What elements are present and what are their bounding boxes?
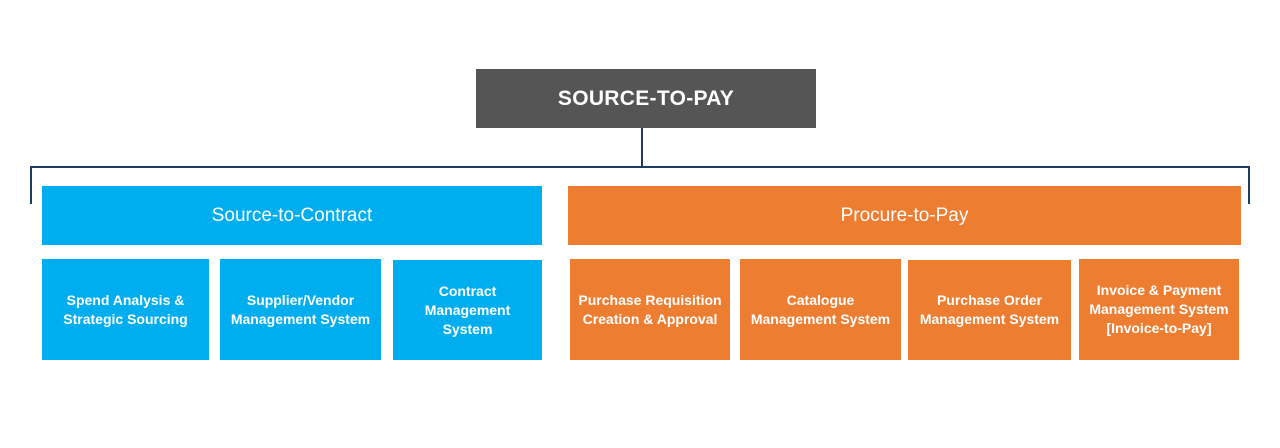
ptp-item-label: Purchase Order Management System <box>919 292 1060 327</box>
root-node: SOURCE-TO-PAY <box>476 69 816 128</box>
right-bracket-end <box>1248 166 1250 204</box>
procure-to-pay-header: Procure-to-Pay <box>568 186 1241 245</box>
ptp-item-invoice-payment: Invoice & Payment Management System [Inv… <box>1079 259 1239 360</box>
stc-item-supplier-vendor: Supplier/Vendor Management System <box>220 259 381 360</box>
left-bracket-end <box>30 166 32 204</box>
procure-to-pay-label: Procure-to-Pay <box>840 204 969 226</box>
horizontal-bracket-connector <box>30 166 1250 168</box>
stc-item-label: Supplier/Vendor Management System <box>230 291 371 327</box>
source-to-contract-label: Source-to-Contract <box>211 204 373 226</box>
root-label: SOURCE-TO-PAY <box>557 86 735 110</box>
ptp-item-label: Purchase Requisition Creation & Approval <box>578 291 722 327</box>
ptp-item-catalogue-management: Catalogue Management System <box>740 259 901 360</box>
ptp-item-label: Catalogue Management System <box>750 291 891 327</box>
ptp-item-purchase-order: Purchase Order Management System <box>908 260 1071 360</box>
stc-item-label: Contract Management System <box>424 282 511 337</box>
ptp-item-label: Invoice & Payment Management System [Inv… <box>1089 282 1229 336</box>
stc-item-contract-management: Contract Management System <box>393 260 542 360</box>
source-to-contract-header: Source-to-Contract <box>42 186 542 245</box>
root-stem-connector <box>641 128 643 167</box>
ptp-item-purchase-requisition: Purchase Requisition Creation & Approval <box>570 259 730 360</box>
stc-item-spend-analysis: Spend Analysis & Strategic Sourcing <box>42 259 209 360</box>
stc-item-label: Spend Analysis & Strategic Sourcing <box>63 291 188 327</box>
